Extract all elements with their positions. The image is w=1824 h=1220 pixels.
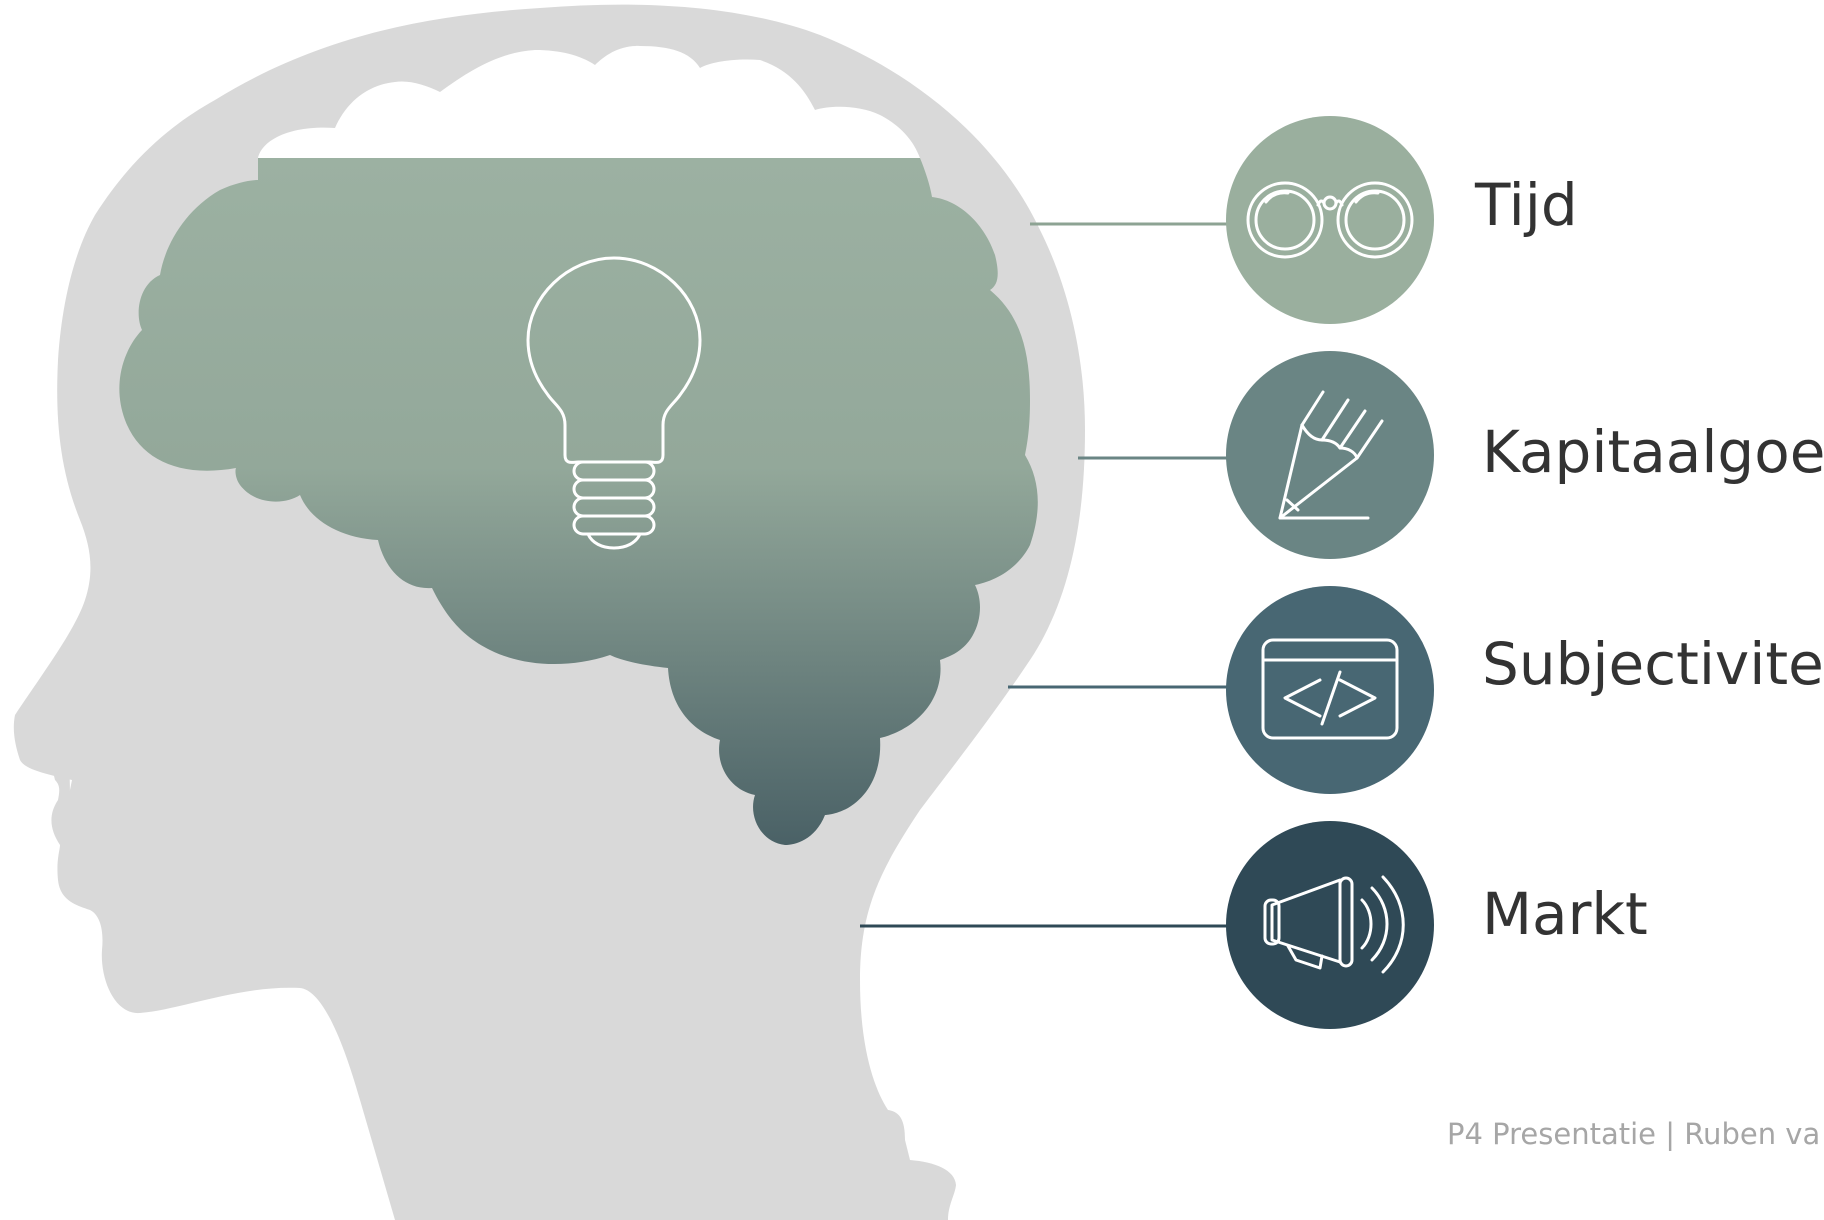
label-tijd: Tijd bbox=[1475, 171, 1578, 239]
lightbulb-icon bbox=[526, 256, 702, 550]
brain-cloud bbox=[258, 45, 920, 158]
megaphone-icon bbox=[1263, 875, 1405, 974]
brain-shape bbox=[119, 158, 1038, 845]
circle-kapitaalgoed bbox=[1226, 351, 1434, 559]
circle-tijd bbox=[1226, 116, 1434, 324]
footer-text: P4 Presentatie | Ruben va bbox=[1447, 1117, 1821, 1151]
label-kapitaalgoed: Kapitaalgoed bbox=[1482, 418, 1824, 486]
code-window-icon bbox=[1261, 638, 1399, 740]
label-markt: Markt bbox=[1482, 880, 1648, 948]
label-subjectiviteit: Subjectiviteit bbox=[1482, 630, 1824, 698]
circle-subjectiviteit bbox=[1226, 586, 1434, 794]
glasses-icon bbox=[1246, 181, 1414, 259]
circle-markt bbox=[1226, 821, 1434, 1029]
pencil-icon bbox=[1278, 390, 1384, 520]
